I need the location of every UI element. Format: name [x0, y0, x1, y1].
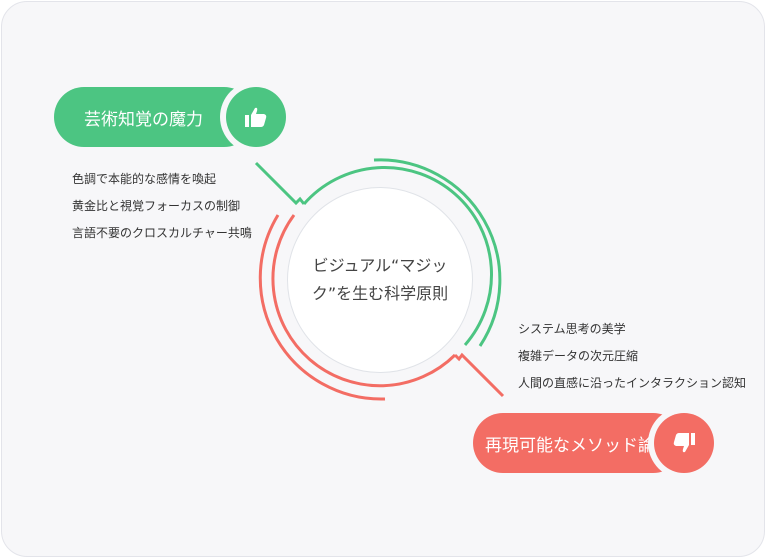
list-item: 色調で本能的な感情を喚起 — [72, 172, 217, 186]
thumbs-down-icon — [654, 413, 714, 473]
list-item: 複雑データの次元圧縮 — [518, 349, 639, 363]
pro-list: 色調で本能的な感情を喚起 黄金比と視覚フォーカスの制御 言語不要のクロスカルチャ… — [72, 166, 252, 247]
list-item: 言語不要のクロスカルチャー共鳴 — [72, 226, 252, 240]
con-title: 再現可能なメソッド論 — [485, 435, 655, 456]
green-outer-arc — [373, 158, 502, 347]
green-connector-line — [254, 161, 306, 206]
center-circle: ビジュアル“マジック”を生む科学原則 — [287, 187, 473, 373]
pro-pill: 芸術知覚の魔力 — [54, 87, 254, 147]
center-title: ビジュアル“マジック”を生む科学原則 — [311, 256, 449, 303]
red-inner-arc — [271, 214, 457, 388]
list-item: システム思考の美学 — [518, 322, 626, 336]
red-connector-line — [453, 352, 505, 398]
green-inner-arc — [302, 166, 494, 346]
list-item: 黄金比と視覚フォーカスの制御 — [72, 199, 241, 213]
pro-title: 芸術知覚の魔力 — [84, 109, 203, 130]
red-outer-arc — [258, 214, 386, 401]
con-pill: 再現可能なメソッド論 — [473, 413, 683, 473]
thumbs-up-icon — [226, 87, 286, 147]
list-item: 人間の直感に沿ったインタラクション認知 — [518, 376, 747, 390]
con-list: システム思考の美学 複雑データの次元圧縮 人間の直感に沿ったインタラクション認知 — [518, 316, 746, 397]
